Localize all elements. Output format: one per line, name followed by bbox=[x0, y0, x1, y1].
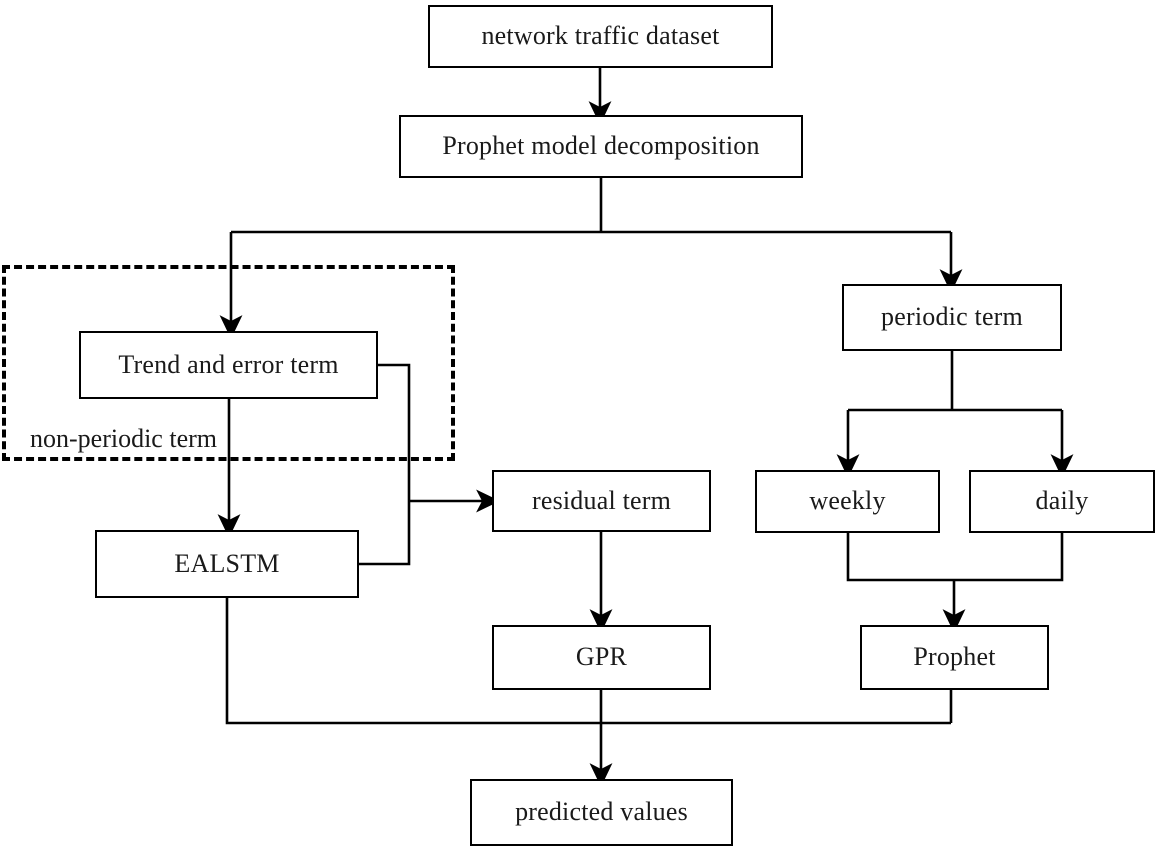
node-network-traffic-dataset[interactable]: network traffic dataset bbox=[428, 5, 773, 68]
node-prophet[interactable]: Prophet bbox=[860, 625, 1049, 690]
node-predicted-values[interactable]: predicted values bbox=[470, 779, 733, 846]
edge-weekly-merge bbox=[846, 533, 1064, 582]
node-daily[interactable]: daily bbox=[969, 470, 1155, 533]
node-periodic-term[interactable]: periodic term bbox=[842, 284, 1062, 351]
non-periodic-term-label: non-periodic term bbox=[30, 424, 217, 453]
edge-ealstm-to-residual bbox=[359, 501, 411, 566]
node-gpr[interactable]: GPR bbox=[492, 625, 711, 690]
node-trend-and-error-term[interactable]: Trend and error term bbox=[79, 331, 378, 399]
node-prophet-model-decomposition[interactable]: Prophet model decomposition bbox=[399, 115, 803, 178]
node-weekly[interactable]: weekly bbox=[755, 470, 940, 533]
non-periodic-term-group bbox=[2, 265, 455, 461]
node-residual-term[interactable]: residual term bbox=[492, 470, 711, 532]
node-ealstm[interactable]: EALSTM bbox=[95, 530, 359, 598]
